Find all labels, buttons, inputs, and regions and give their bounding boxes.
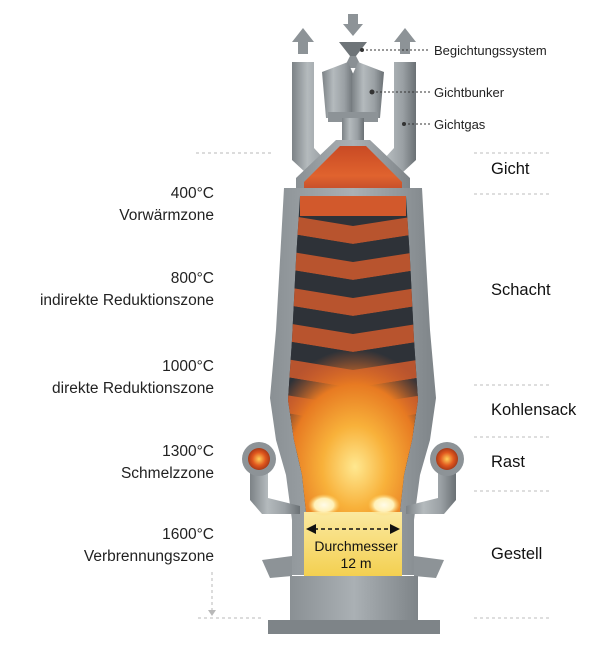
zone-preheating: 400°C Vorwärmzone bbox=[0, 183, 214, 227]
tuyere-flame-right bbox=[368, 494, 400, 516]
arrow-up-icon bbox=[394, 28, 416, 42]
zone-temp: 1600°C bbox=[162, 526, 214, 543]
arrow-down-icon bbox=[208, 610, 216, 616]
guide-lines-right bbox=[474, 152, 552, 619]
zone-name: Schmelzzone bbox=[120, 465, 214, 482]
zone-temp: 1000°C bbox=[162, 358, 214, 375]
diameter-label: Durchmesser 12 m bbox=[300, 538, 412, 572]
tuyere-ring bbox=[242, 442, 464, 516]
arrow-left-icon bbox=[306, 524, 316, 534]
support-right bbox=[414, 556, 444, 578]
arrow-down-icon bbox=[343, 24, 363, 36]
ore-layer bbox=[288, 250, 418, 280]
furnace-plinth bbox=[268, 620, 440, 634]
part-hearth: Gestell bbox=[491, 545, 543, 563]
part-shaft: Schacht bbox=[491, 281, 551, 299]
bustle-pipe-right bbox=[436, 448, 458, 470]
ore-layer bbox=[288, 286, 418, 316]
diameter-text: Durchmesser bbox=[314, 538, 398, 554]
zone-name: direkte Reduktionszone bbox=[52, 380, 214, 397]
zone-name: Verbrennungszone bbox=[83, 548, 214, 565]
part-bosh: Rast bbox=[491, 453, 525, 471]
ore-layer bbox=[288, 214, 418, 244]
zone-direct-reduction: 1000°C direkte Reduktionszone bbox=[0, 356, 214, 400]
coke-layer bbox=[288, 304, 418, 334]
zone-temp: 1300°C bbox=[162, 443, 214, 460]
zone-temp: 400°C bbox=[170, 185, 214, 202]
arrow-right-icon bbox=[390, 524, 400, 534]
coke-layer bbox=[288, 268, 418, 298]
guide-lines-left bbox=[196, 152, 274, 619]
callout-charging-system: Begichtungssystem bbox=[434, 43, 547, 58]
support-left bbox=[262, 556, 292, 578]
throat-burden bbox=[304, 146, 402, 196]
arrow-up-icon bbox=[292, 28, 314, 42]
gas-pipes bbox=[292, 28, 416, 186]
furnace-base bbox=[290, 576, 418, 620]
callout-leaders bbox=[362, 49, 430, 125]
diameter-value: 12 m bbox=[340, 555, 372, 571]
part-throat: Gicht bbox=[491, 160, 530, 178]
tuyere-flame-left bbox=[308, 494, 340, 516]
callout-top-gas: Gichtgas bbox=[434, 117, 486, 132]
bustle-pipe-left bbox=[248, 448, 270, 470]
zone-combustion: 1600°C Verbrennungszone bbox=[0, 524, 214, 568]
hearth-molten bbox=[304, 512, 402, 578]
zone-melting: 1300°C Schmelzzone bbox=[0, 441, 214, 485]
charging-system bbox=[322, 14, 384, 140]
coke-layer bbox=[288, 232, 418, 262]
zone-temp: 800°C bbox=[170, 270, 214, 287]
zone-name: Vorwärmzone bbox=[119, 207, 214, 224]
zone-name: indirekte Reduktionszone bbox=[39, 292, 214, 309]
furnace-interior bbox=[288, 196, 418, 512]
zone-indirect-reduction: 800°C indirekte Reduktionszone bbox=[0, 268, 214, 312]
callout-bunker: Gichtbunker bbox=[434, 85, 505, 100]
part-belly: Kohlensack bbox=[491, 401, 577, 419]
